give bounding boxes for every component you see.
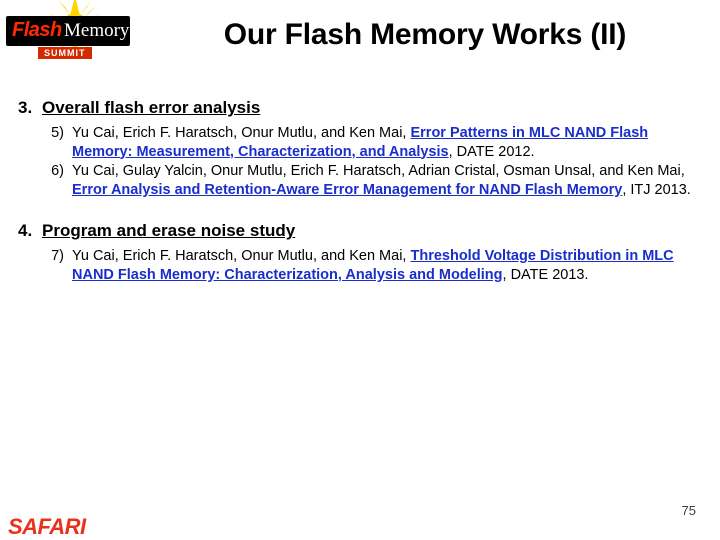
reference-venue: , ITJ 2013. bbox=[622, 181, 691, 198]
reference-number: 7) bbox=[51, 248, 64, 265]
reference-body: Yu Cai, Erich F. Haratsch, Onur Mutlu, a… bbox=[72, 124, 694, 161]
reference-title-link[interactable]: Error Analysis and Retention-Aware Error… bbox=[72, 181, 623, 198]
section-program-and-erase-noise-study: 4. Program and erase noise study 7) Yu C… bbox=[0, 221, 720, 284]
reference-title-link[interactable]: Threshold Voltage Distribution in MLC NA… bbox=[72, 248, 674, 283]
section-heading: 3. Overall flash error analysis bbox=[0, 98, 720, 118]
section-number: 3. bbox=[18, 98, 33, 117]
list-item: 6) Yu Cai, Gulay Yalcin, Onur Mutlu, Eri… bbox=[0, 162, 720, 199]
reference-venue: , DATE 2013. bbox=[502, 266, 589, 283]
section-heading: 4. Program and erase noise study bbox=[0, 221, 720, 241]
page-title: Our Flash Memory Works (II) bbox=[223, 18, 627, 51]
slide-body: 3. Overall flash error analysis 5) Yu Ca… bbox=[0, 88, 720, 288]
reference-venue: , DATE 2012. bbox=[448, 143, 535, 160]
section-title: Program and erase noise study bbox=[42, 221, 296, 241]
page-number: 75 bbox=[681, 503, 696, 518]
flash-memory-summit-logo: Flash Memory SUMMIT bbox=[4, 0, 132, 68]
reference-authors: Yu Cai, Erich F. Haratsch, Onur Mutlu, a… bbox=[72, 248, 411, 265]
logo-memory-text: Memory bbox=[64, 20, 130, 41]
reference-body: Yu Cai, Gulay Yalcin, Onur Mutlu, Erich … bbox=[72, 162, 694, 199]
safari-logo: SAFARI bbox=[8, 514, 86, 539]
reference-body: Yu Cai, Erich F. Haratsch, Onur Mutlu, a… bbox=[72, 247, 694, 284]
section-number: 4. bbox=[18, 221, 33, 241]
reference-list: 5) Yu Cai, Erich F. Haratsch, Onur Mutlu… bbox=[0, 124, 720, 199]
reference-number: 6) bbox=[51, 163, 64, 180]
logo-bar bbox=[6, 16, 130, 46]
logo-flash-text: Flash bbox=[12, 19, 62, 41]
list-item: 5) Yu Cai, Erich F. Haratsch, Onur Mutlu… bbox=[0, 124, 720, 161]
list-item: 7) Yu Cai, Erich F. Haratsch, Onur Mutlu… bbox=[0, 247, 720, 284]
section-overall-flash-error-analysis: 3. Overall flash error analysis 5) Yu Ca… bbox=[0, 98, 720, 199]
reference-authors: Yu Cai, Gulay Yalcin, Onur Mutlu, Erich … bbox=[72, 163, 685, 180]
section-title: Overall flash error analysis bbox=[42, 98, 261, 117]
reference-number: 5) bbox=[51, 125, 64, 141]
reference-title-link[interactable]: Error Patterns in MLC NAND Flash Memory:… bbox=[72, 125, 649, 160]
reference-list: 7) Yu Cai, Erich F. Haratsch, Onur Mutlu… bbox=[0, 247, 720, 284]
reference-authors: Yu Cai, Erich F. Haratsch, Onur Mutlu, a… bbox=[72, 125, 411, 141]
logo-summit-text: SUMMIT bbox=[38, 47, 92, 59]
